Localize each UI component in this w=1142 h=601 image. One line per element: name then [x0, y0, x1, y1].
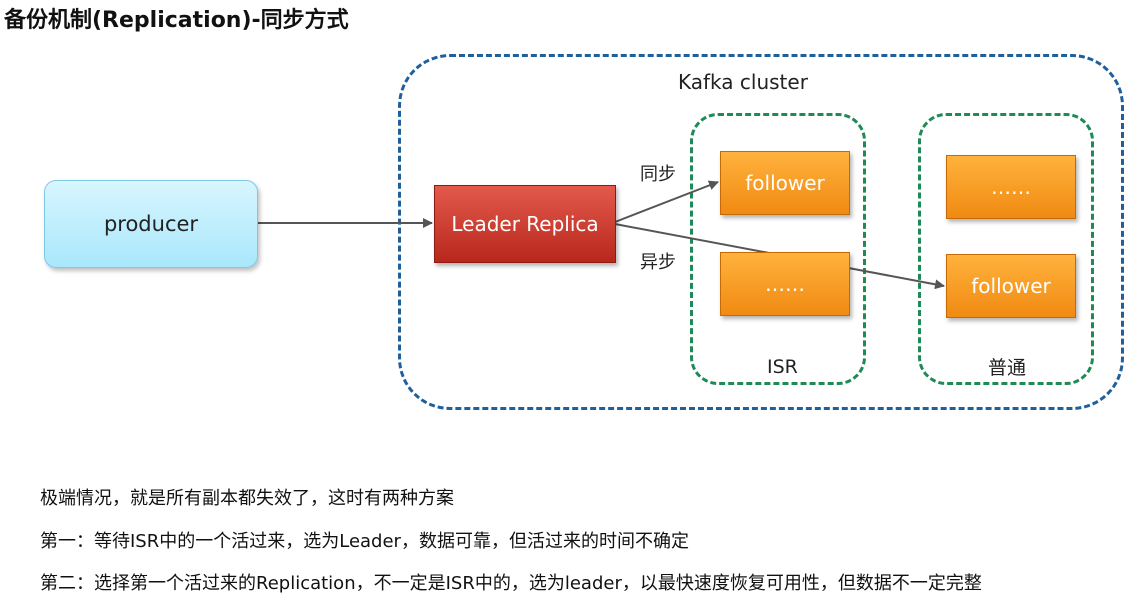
normal-group-label: 普通 [988, 357, 1027, 379]
isr-more-node: …… [720, 252, 850, 316]
producer-node: producer [44, 180, 258, 268]
leader-replica-node: Leader Replica [434, 185, 616, 263]
note-line-3: 第二：选择第一个活过来的Replication，不一定是ISR中的，选为lead… [40, 573, 982, 594]
page-title: 备份机制(Replication)-同步方式 [4, 8, 349, 33]
sync-label: 同步 [640, 164, 676, 185]
normal-group-boundary [918, 113, 1094, 385]
kafka-cluster-boundary [398, 54, 1124, 410]
isr-group-boundary [690, 113, 866, 385]
isr-follower-node: follower [720, 151, 850, 215]
note-line-1: 极端情况，就是所有副本都失效了，这时有两种方案 [40, 488, 454, 509]
normal-follower-node: follower [946, 254, 1076, 318]
note-line-2: 第一：等待ISR中的一个活过来，选为Leader，数据可靠，但活过来的时间不确定 [40, 531, 689, 552]
sync-arrow [614, 180, 719, 223]
kafka-cluster-label: Kafka cluster [678, 70, 808, 94]
async-label: 异步 [640, 252, 676, 273]
isr-group-label: ISR [767, 356, 798, 378]
normal-more-node: …… [946, 155, 1076, 219]
